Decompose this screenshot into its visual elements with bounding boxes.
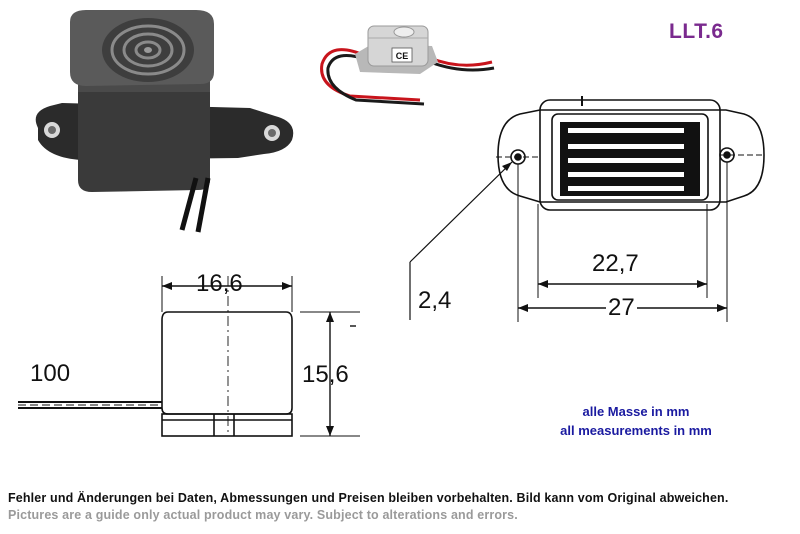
dim-side-height: 15,6 <box>302 361 349 388</box>
side-view-drawing <box>18 276 360 437</box>
product-code: LLT.6 <box>669 20 724 43</box>
dim-hole-diameter: 2,4 <box>418 287 452 314</box>
buzzer-color-photo: CE <box>320 25 495 106</box>
buzzer-photo <box>35 10 294 233</box>
disclaimer-german: Fehler und Änderungen bei Daten, Abmessu… <box>8 491 729 505</box>
ce-mark: CE <box>396 51 409 61</box>
dim-inner-width: 22,7 <box>592 250 639 277</box>
dim-wire-length: 100 <box>30 360 71 387</box>
units-note-en: all measurements in mm <box>560 423 712 438</box>
dim-overall-width: 27 <box>606 294 637 322</box>
dim-top-width: 16,6 <box>196 270 243 297</box>
front-view-drawing <box>409 96 765 322</box>
units-note-de: alle Masse in mm <box>582 404 690 419</box>
disclaimer-english: Pictures are a guide only actual product… <box>8 508 518 522</box>
